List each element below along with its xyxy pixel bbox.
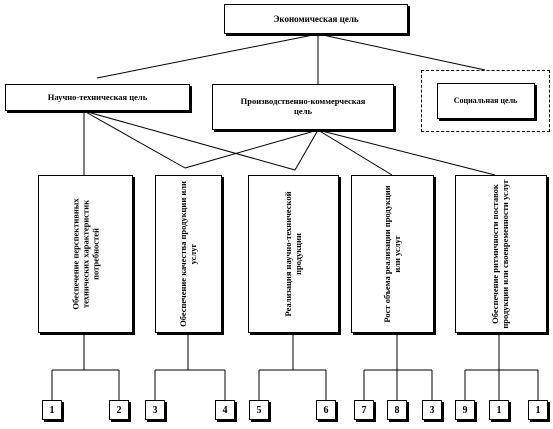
science-goal-box: Научно-техническая цель (5, 84, 190, 111)
number-box-3: 3 (145, 400, 165, 420)
social-goal-box: Социальная цель (436, 83, 535, 119)
economic-goal-label: Экономическая цель (273, 13, 359, 24)
number-box-12: 1 (528, 400, 548, 420)
social-goal-outer-box: Социальная цель (421, 70, 550, 132)
number-box-8: 8 (387, 400, 407, 420)
science-goal-label: Научно-техническая цель (47, 91, 148, 102)
number-box-7: 7 (354, 400, 374, 420)
number-box-11: 1 (489, 400, 509, 420)
social-goal-label: Социальная цель (453, 96, 518, 106)
task-label-4: Рост объема реализации продукции или усл… (381, 185, 402, 323)
number-box-6: 6 (316, 400, 336, 420)
production-goal-box: Производственно-коммерческая цель (212, 84, 394, 130)
task-label-1: Обеспечение перспективных технических ха… (69, 198, 100, 310)
number-box-2: 2 (109, 400, 129, 420)
number-box-1: 1 (42, 400, 62, 420)
number-box-4: 4 (215, 400, 235, 420)
task-box-5: Обеспечение ритмичности поставок продукц… (455, 175, 547, 333)
task-box-4: Рост объема реализации продукции или усл… (351, 175, 434, 333)
task-label-2: Обеспечение качества продукции или услуг (177, 181, 198, 327)
number-box-10: 9 (455, 400, 475, 420)
economic-goal-box: Экономическая цель (224, 4, 408, 34)
task-label-5: Обеспечение ритмичности поставок продукц… (490, 179, 510, 329)
number-box-5: 5 (249, 400, 269, 420)
number-box-9: 3 (422, 400, 442, 420)
task-box-1: Обеспечение перспективных технических ха… (38, 175, 133, 333)
task-label-3: Реализация научно-технической продукции (282, 191, 303, 317)
production-goal-label: Производственно-коммерческая цель (240, 96, 366, 116)
task-box-3: Реализация научно-технической продукции (248, 175, 339, 333)
task-box-2: Обеспечение качества продукции или услуг (155, 175, 222, 333)
